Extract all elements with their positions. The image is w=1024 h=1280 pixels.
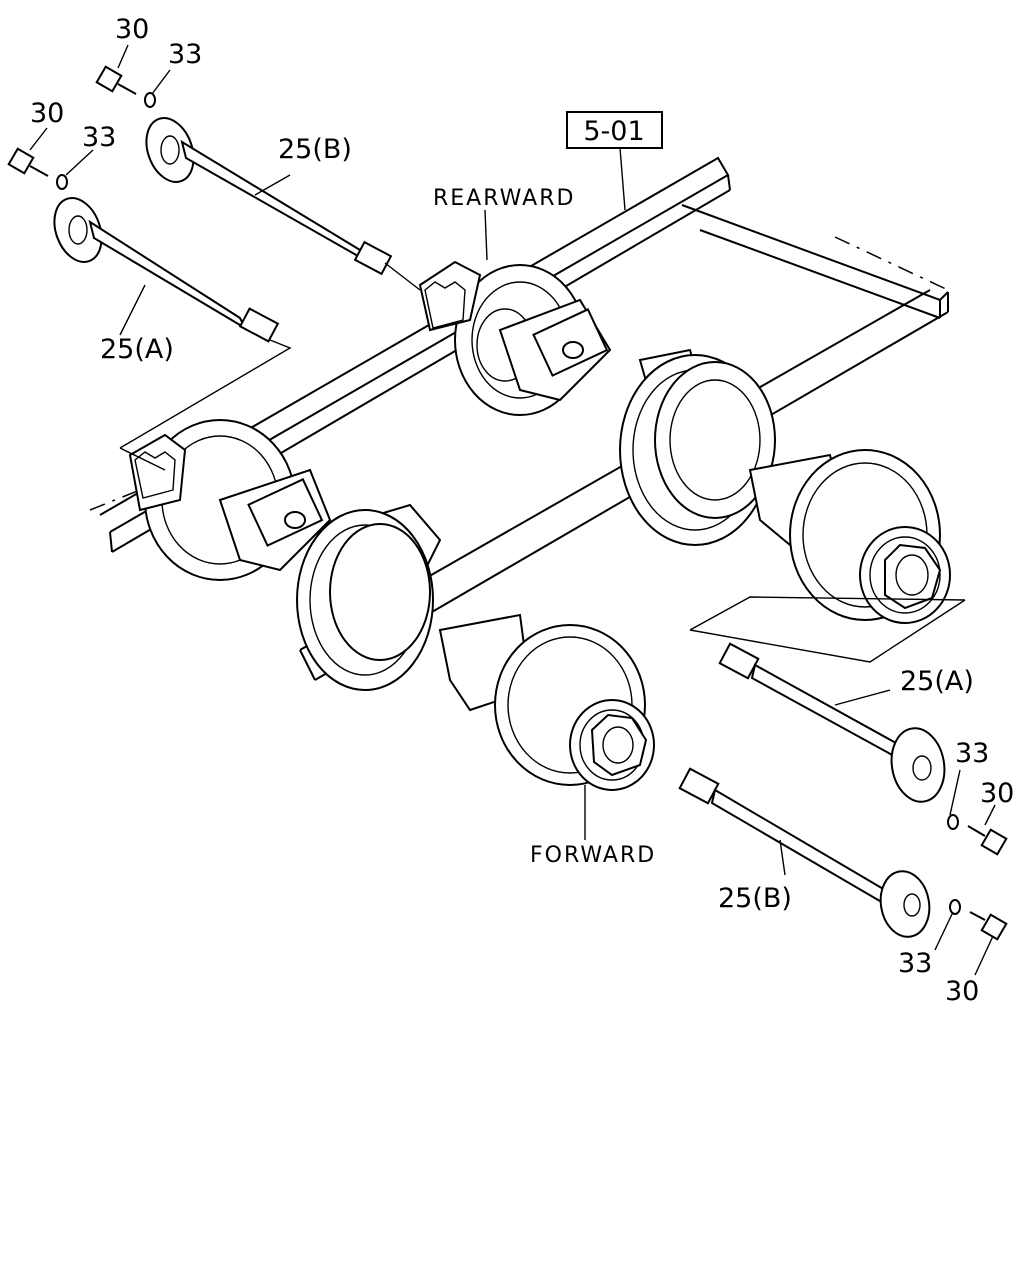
callout-shaft-top-b[interactable]: 25(B) [278, 134, 352, 165]
rearward-label: REARWARD [433, 186, 575, 211]
leader-lines [29, 44, 996, 976]
axle-shaft-top-b [145, 117, 393, 276]
callout-bolt-top-1[interactable]: 30 [115, 14, 149, 45]
callout-shaft-top-a[interactable]: 25(A) [100, 334, 174, 365]
callout-washer-top-1[interactable]: 33 [168, 39, 202, 70]
axle-shaft-right-b [678, 767, 931, 938]
bolts-washers-top [7, 65, 156, 190]
callout-shaft-right-b[interactable]: 25(B) [718, 883, 792, 914]
callout-bolt-top-2[interactable]: 30 [30, 98, 64, 129]
callout-shaft-right-a[interactable]: 25(A) [900, 666, 974, 697]
callout-washer-top-2[interactable]: 33 [82, 122, 116, 153]
axle-shaft-right-a [718, 642, 946, 803]
bolts-washers-right [947, 814, 1008, 941]
callout-bolt-right-1[interactable]: 30 [980, 778, 1014, 809]
forward-axle-housing [128, 419, 655, 791]
reference-box[interactable]: 5-01 [566, 111, 663, 149]
callout-washer-right-2[interactable]: 33 [898, 948, 932, 979]
rearward-axle-housing [418, 260, 951, 624]
callout-washer-right-1[interactable]: 33 [955, 738, 989, 769]
axle-shaft-top-a [53, 197, 280, 343]
callout-bolt-right-2[interactable]: 30 [945, 976, 979, 1007]
forward-label: FORWARD [530, 843, 656, 868]
reference-box-label: 5-01 [583, 116, 644, 147]
